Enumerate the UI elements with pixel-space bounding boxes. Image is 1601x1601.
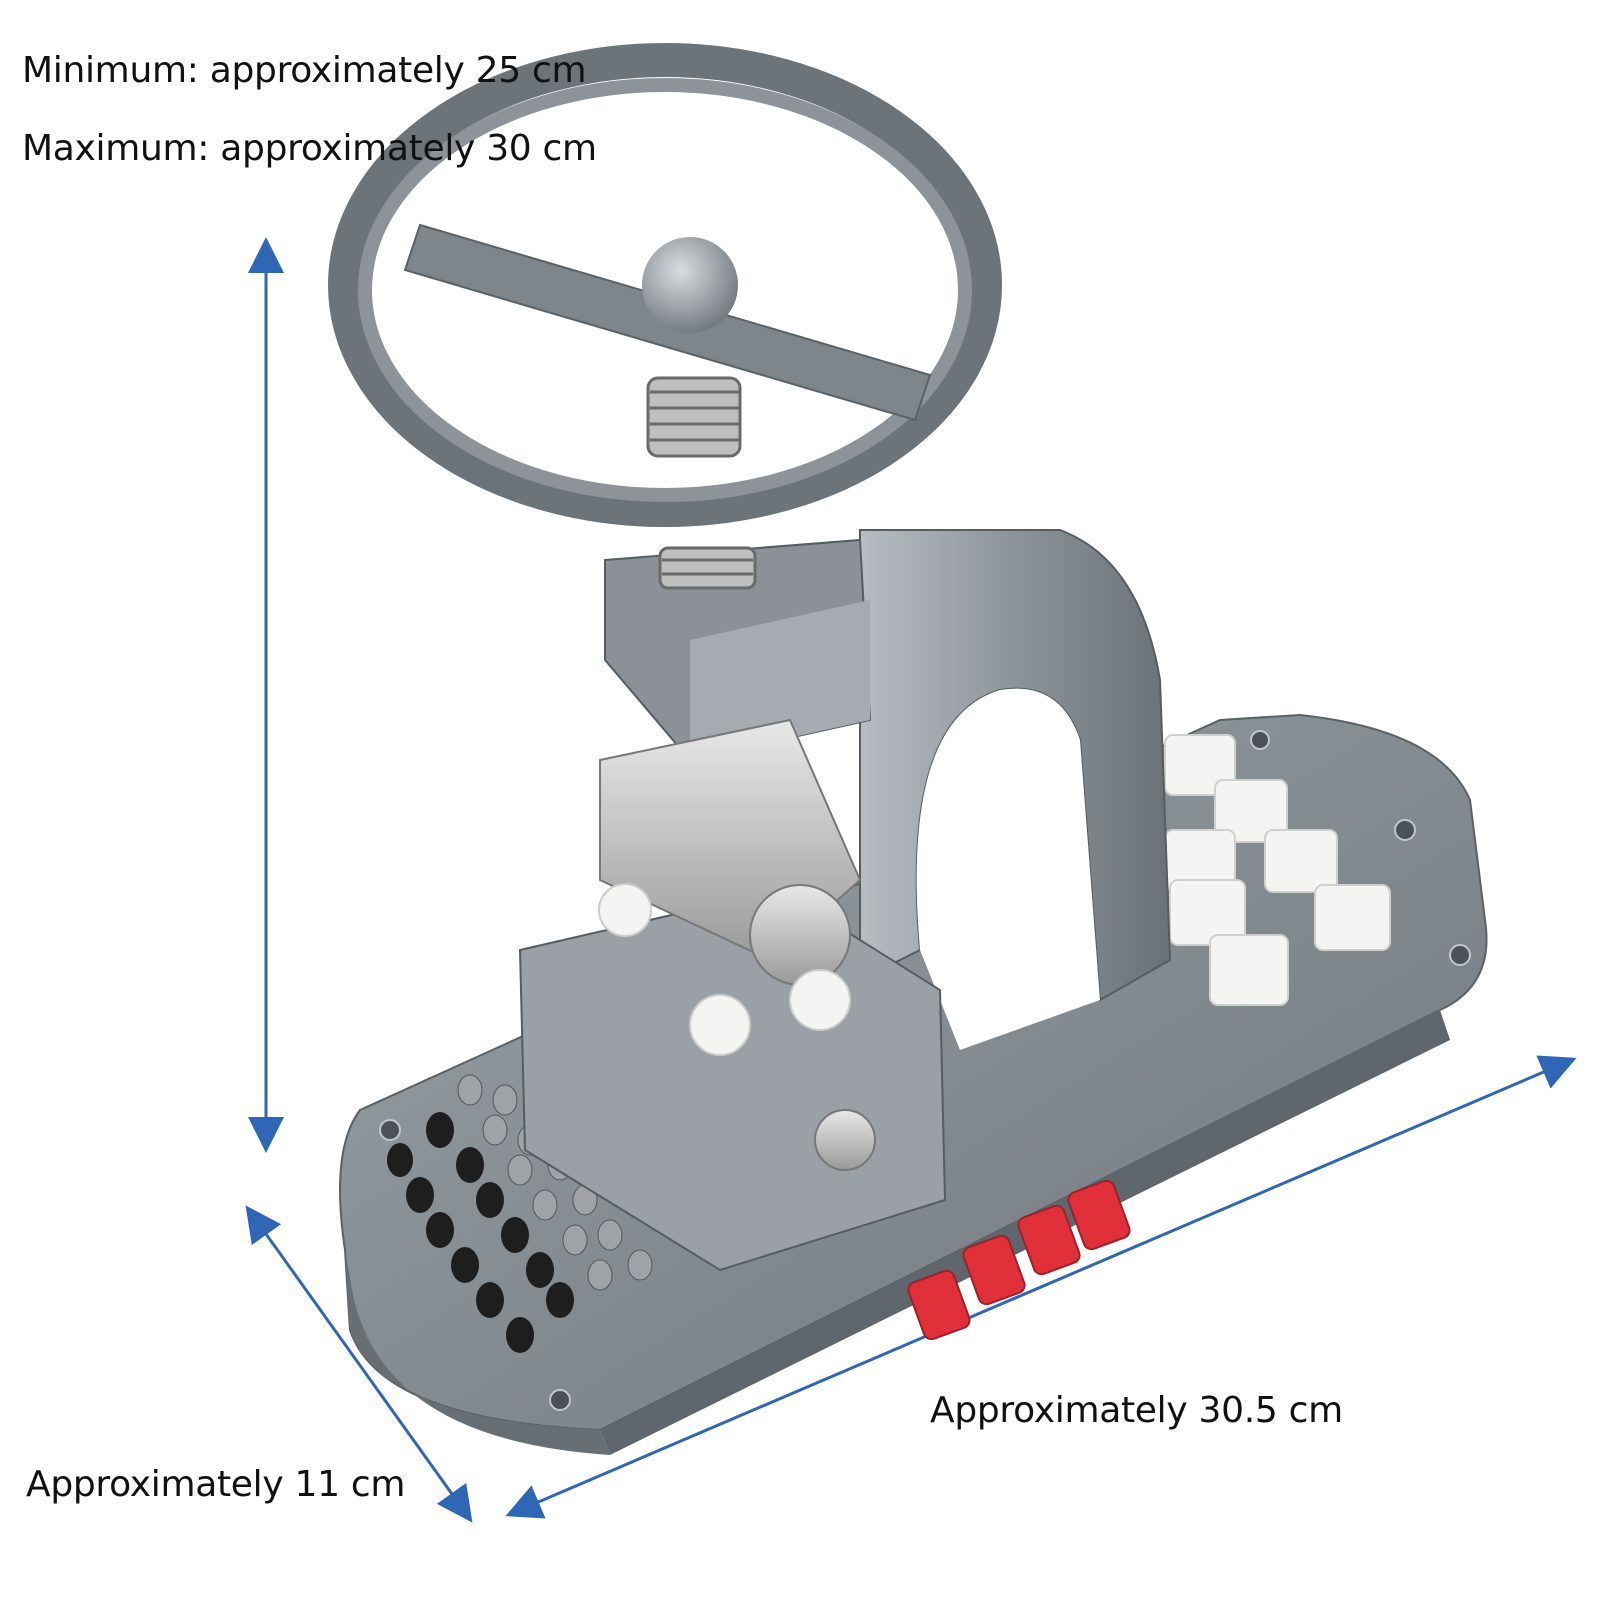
case-holder-jaws — [518, 718, 947, 1272]
length-dimension-arrow — [505, 1055, 1577, 1519]
white-nylon-pads — [1164, 734, 1391, 1006]
width-dimension-arrow — [245, 1205, 473, 1523]
screw-spring — [646, 376, 757, 590]
min-height-label: Minimum: approximately 25 cm — [22, 50, 587, 91]
max-height-label: Maximum: approximately 30 cm — [22, 128, 597, 169]
width-label: Approximately 11 cm — [26, 1464, 406, 1505]
press-head-block — [604, 538, 872, 762]
length-label: Approximately 30.5 cm — [930, 1390, 1343, 1431]
hand-wheel — [328, 43, 1002, 527]
mounting-holes — [379, 730, 1471, 1411]
red-pushers — [907, 1179, 1131, 1341]
press-frame — [859, 529, 1172, 1050]
wheel-knob — [642, 237, 738, 333]
